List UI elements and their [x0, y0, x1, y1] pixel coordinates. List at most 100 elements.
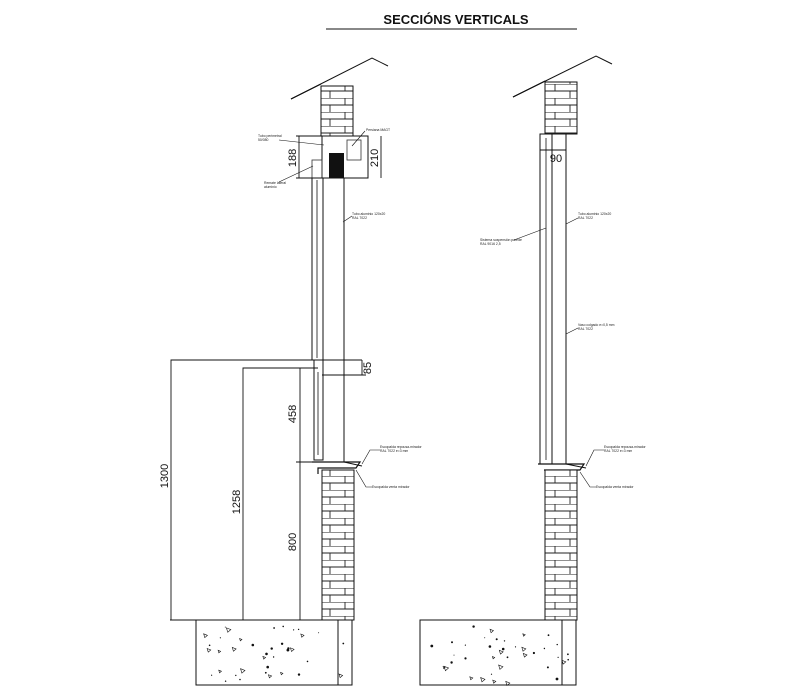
aggregate-speck: [262, 655, 267, 660]
left-note-profile-spec: RAL 7022: [352, 216, 367, 220]
aggregate-speck: [264, 671, 267, 674]
aggregate-speck: [225, 627, 232, 633]
aggregate-speck: [293, 629, 295, 631]
dim-800-label: 800: [287, 533, 299, 551]
dim-1258-label: 1258: [231, 490, 243, 514]
right-sill: [538, 463, 586, 471]
left-window-lower-frame: [313, 359, 324, 461]
aggregate-speck: [521, 646, 527, 652]
right-note-suspension-spec: RAL 9016 2,5: [480, 242, 501, 246]
aggregate-speck: [567, 658, 569, 661]
left-roller-blind-box: [329, 153, 344, 178]
aggregate-speck: [556, 643, 558, 646]
aggregate-speck: [567, 653, 569, 656]
left-note-blind: Persiana MAGT: [366, 128, 390, 132]
leader-5: [361, 449, 380, 465]
aggregate-speck: [464, 657, 467, 660]
left-section: 188 210 85 458 1300 1258 800 Tubo perime…: [159, 57, 423, 686]
aggregate-speck: [443, 665, 450, 672]
concrete-aggregate: [203, 625, 569, 687]
aggregate-speck: [224, 680, 227, 682]
aggregate-speck: [532, 651, 536, 655]
aggregate-speck: [561, 659, 567, 665]
aggregate-speck: [306, 660, 309, 663]
left-note-trim: Remate lateral: [264, 181, 286, 185]
left-note-sill-spec: RAL 7022 e=3 mm: [380, 449, 408, 453]
aggregate-speck: [270, 647, 273, 650]
aggregate-speck: [472, 625, 475, 628]
right-note-glass-spec: RAL 7022: [578, 327, 593, 331]
aggregate-speck: [289, 647, 295, 653]
right-floor-slab: [419, 619, 577, 686]
aggregate-speck: [282, 625, 285, 628]
aggregate-speck: [450, 661, 453, 664]
left-lintel-sill: [311, 159, 323, 179]
aggregate-speck: [498, 649, 504, 655]
left-note-profile: Tubo aluminio 120x20: [352, 212, 385, 216]
right-leader-1: [565, 217, 579, 225]
right-lower-wall: [544, 469, 578, 621]
aggregate-speck: [522, 652, 528, 658]
aggregate-speck: [492, 679, 497, 684]
aggregate-speck: [239, 678, 241, 681]
aggregate-speck: [217, 649, 222, 654]
aggregate-speck: [547, 634, 550, 637]
left-note-trim-spec: aluminio: [264, 185, 277, 189]
aggregate-speck: [239, 637, 243, 642]
right-note-profile-spec: RAL 7022: [578, 216, 593, 220]
aggregate-speck: [338, 673, 344, 679]
right-roof-line-lower: [512, 80, 546, 98]
left-upper-wall: [320, 85, 354, 137]
left-lower-wall: [321, 469, 355, 621]
aggregate-speck: [505, 680, 511, 687]
drawing-title: SECCIÓNS VERTICALS: [383, 12, 529, 27]
right-leader-5: [579, 471, 596, 488]
right-section: 90 Tubo aluminio 120x20 RAL 7022 Sistema…: [419, 55, 647, 686]
aggregate-speck: [211, 674, 213, 676]
aggregate-speck: [490, 673, 493, 675]
aggregate-speck: [480, 677, 486, 683]
aggregate-speck: [488, 645, 492, 648]
aggregate-speck: [430, 644, 434, 648]
leader-2: [351, 130, 366, 147]
aggregate-speck: [546, 666, 549, 669]
left-window-frame: [311, 177, 324, 361]
right-leader-3: [565, 327, 579, 335]
aggregate-speck: [267, 674, 273, 679]
right-note-profile: Tubo aluminio 120x20: [578, 212, 611, 216]
dim-1258-line: [242, 367, 318, 620]
aggregate-speck: [451, 641, 453, 644]
leader-3: [278, 165, 314, 183]
right-note-suspension: Sistema suspensión parede: [480, 238, 522, 242]
dim-85-label: 85: [362, 362, 374, 374]
aggregate-speck: [543, 647, 546, 650]
left-roof-line-lower: [290, 83, 322, 100]
aggregate-speck: [280, 642, 284, 645]
aggregate-speck: [272, 656, 275, 658]
aggregate-speck: [206, 647, 212, 653]
right-upper-wall: [544, 81, 578, 135]
dim-188-label: 188: [287, 149, 299, 167]
aggregate-speck: [231, 646, 237, 652]
aggregate-speck: [514, 646, 517, 648]
aggregate-speck: [557, 656, 559, 659]
aggregate-speck: [273, 627, 275, 629]
left-lintel-inner: [346, 139, 362, 161]
aggregate-speck: [224, 626, 226, 628]
aggregate-speck: [208, 644, 211, 647]
right-note-glass: Vaso colgado e=0,5 mm: [578, 323, 615, 327]
aggregate-speck: [453, 654, 455, 656]
aggregate-speck: [469, 676, 474, 681]
aggregate-speck: [464, 644, 466, 646]
dim-1300-line: [170, 359, 362, 620]
left-floor-slab: [195, 619, 353, 686]
aggregate-speck: [498, 664, 504, 670]
aggregate-speck: [251, 643, 255, 647]
aggregate-speck: [218, 669, 222, 674]
dim-1300-label: 1300: [159, 464, 171, 488]
aggregate-speck: [491, 656, 496, 660]
aggregate-speck: [300, 633, 305, 638]
leader-1: [278, 139, 325, 146]
aggregate-speck: [280, 671, 284, 676]
